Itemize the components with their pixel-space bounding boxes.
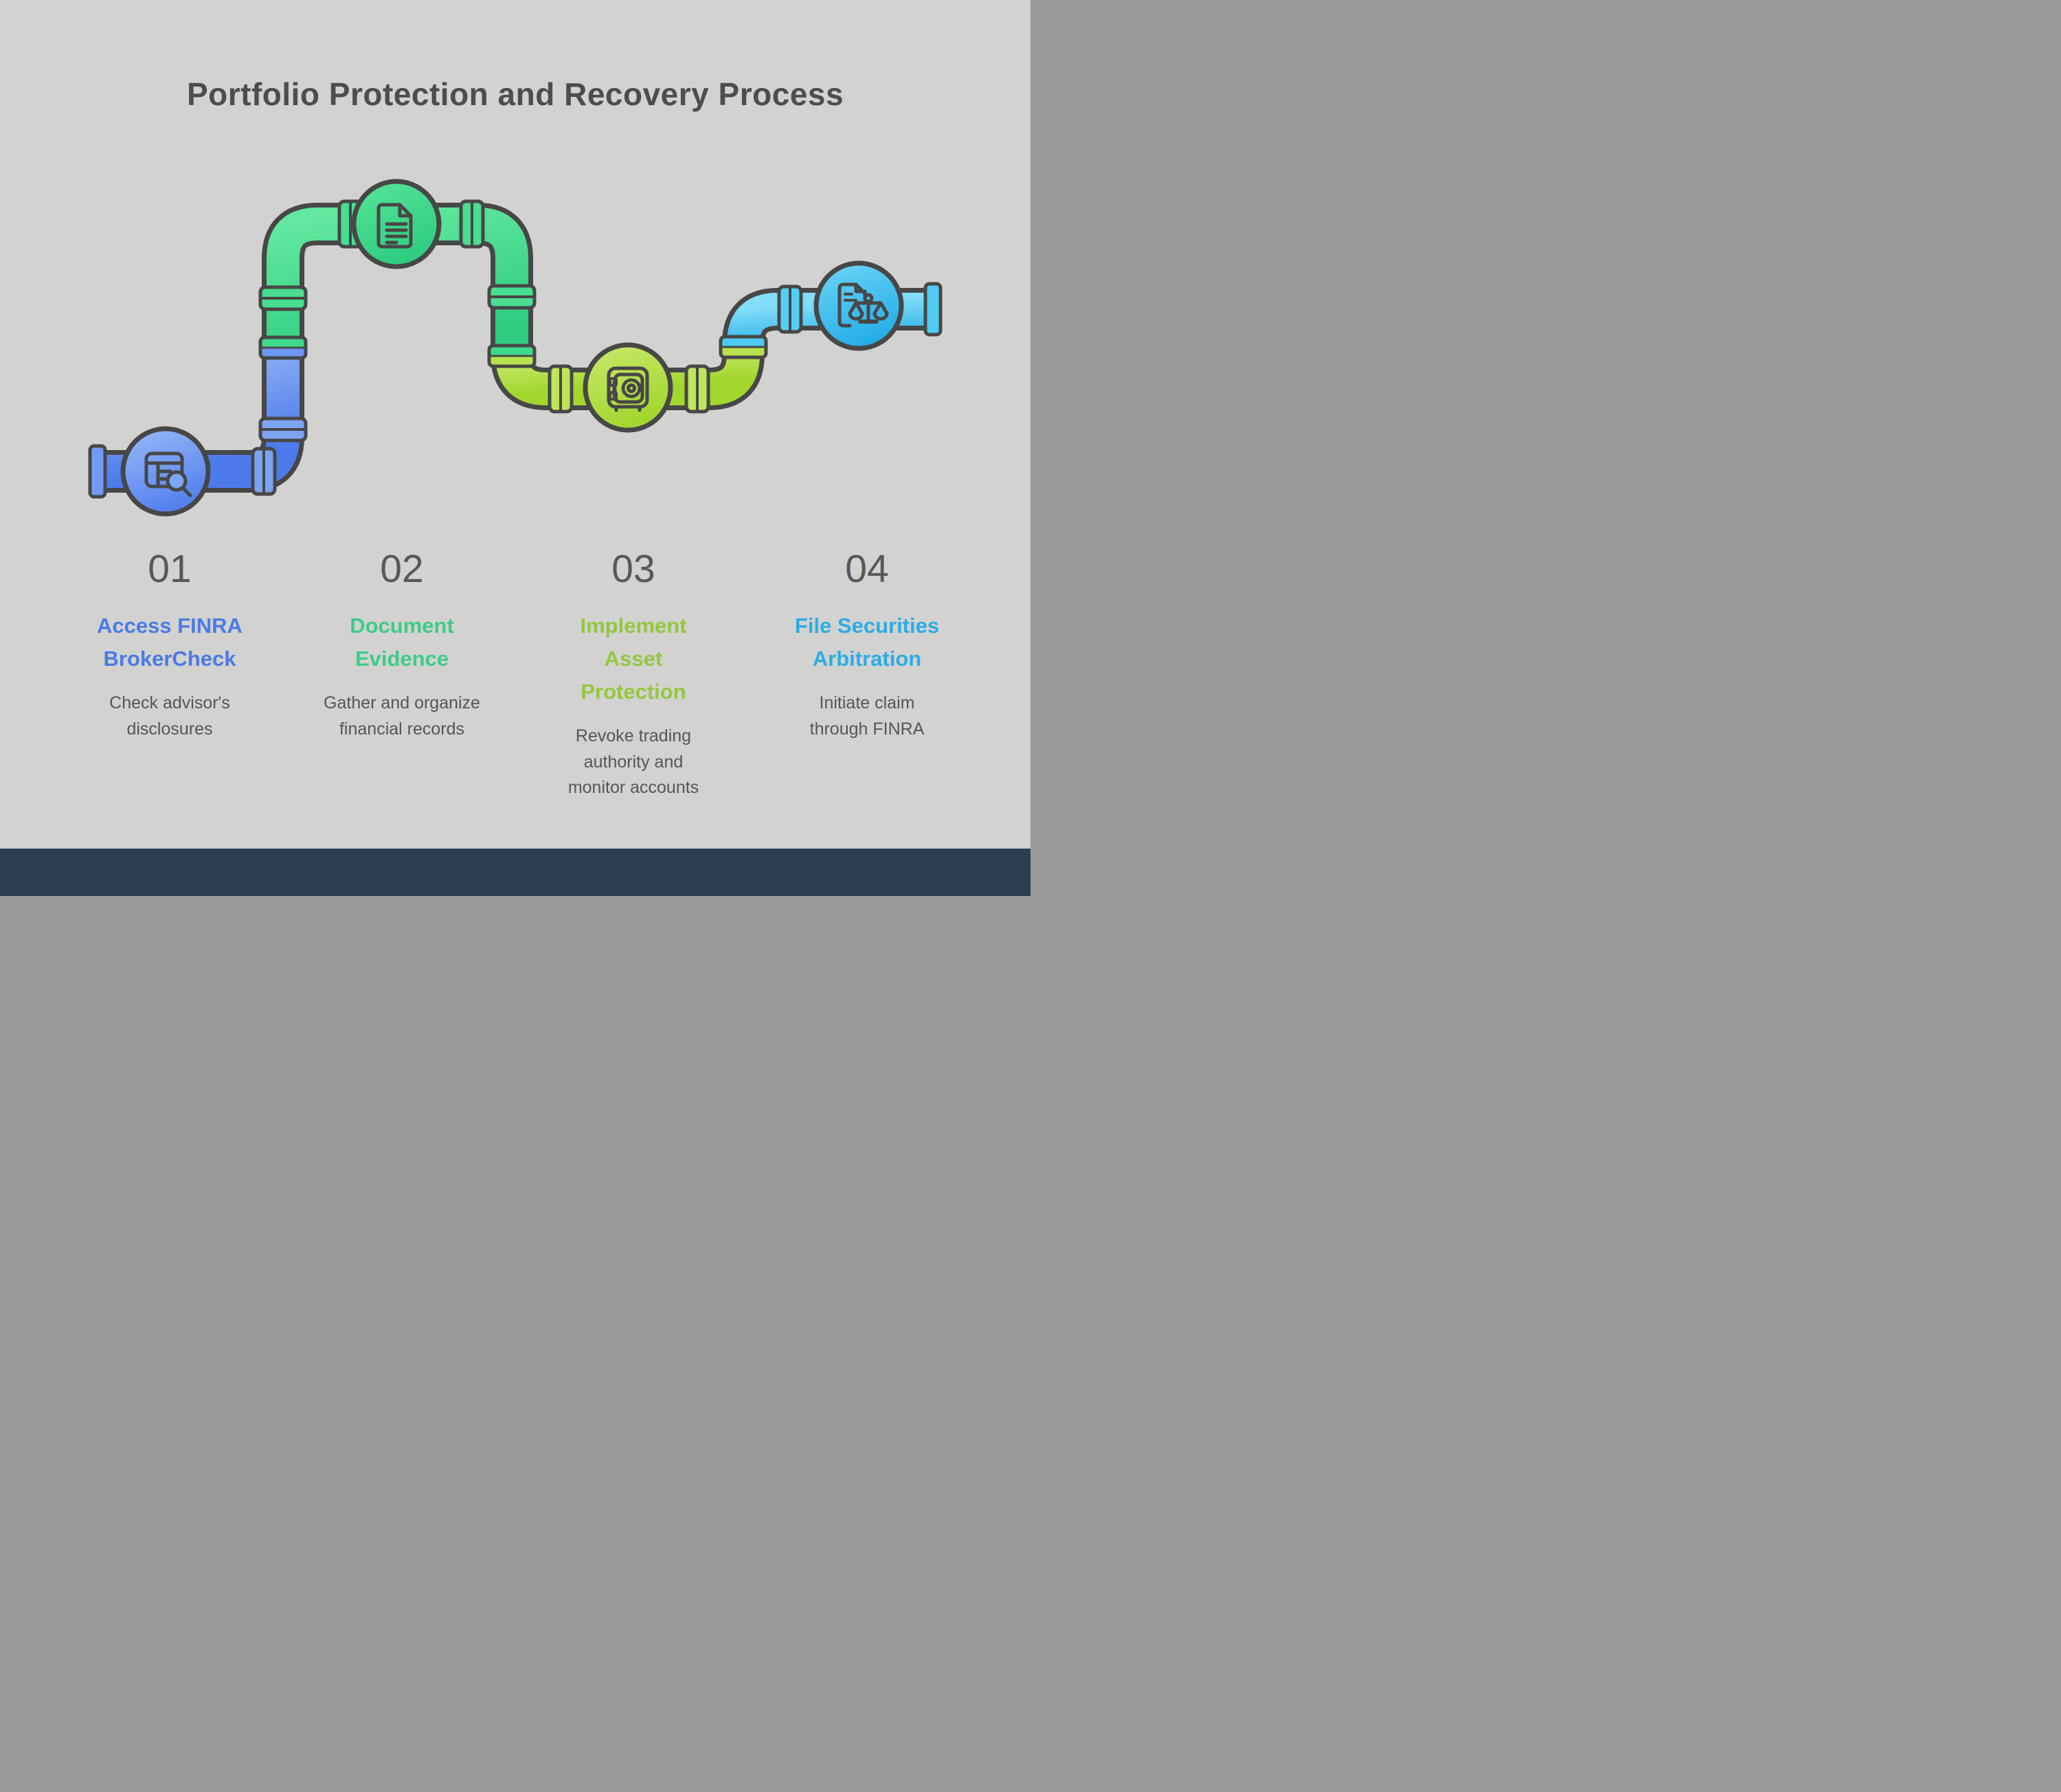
footer-bar <box>0 849 1030 896</box>
step-nodes <box>120 179 904 517</box>
coupling <box>487 284 537 310</box>
coupling <box>258 416 308 443</box>
step-2-heading: Document Evidence <box>350 614 454 671</box>
legal-scales-icon <box>837 282 889 328</box>
step-4-description: Initiate claim through FINRA <box>809 693 925 739</box>
step-4-column: 04 File Securities Arbitration Initiate … <box>750 546 984 742</box>
infographic-canvas: Portfolio Protection and Recovery Proces… <box>0 0 1030 896</box>
coupling <box>777 284 803 334</box>
step-2-description: Gather and organize financial records <box>324 693 480 739</box>
coupling <box>459 199 485 249</box>
coupling-junction-green-lime <box>487 344 537 368</box>
pipe-couplings <box>251 199 803 496</box>
step-3-node <box>583 342 673 433</box>
step-1-column: 01 Access FINRA BrokerCheck Check adviso… <box>53 546 286 742</box>
coupling <box>684 364 710 414</box>
coupling <box>548 364 574 414</box>
step-4-node <box>813 260 904 351</box>
step-2-node <box>351 179 442 269</box>
table-search-icon <box>144 451 192 497</box>
document-icon <box>376 203 413 249</box>
coupling <box>258 285 308 311</box>
coupling-junction-green-blue <box>258 335 308 360</box>
step-3-column: 03 Implement Asset Protection Revoke tra… <box>517 546 750 801</box>
step-3-description: Revoke trading authority and monitor acc… <box>567 726 699 798</box>
safe-icon <box>607 366 649 412</box>
step-4-heading: File Securities Arbitration <box>794 614 940 671</box>
step-2-number: 02 <box>380 547 424 591</box>
step-2-column: 02 Document Evidence Gather and organize… <box>285 546 519 742</box>
pipeline-diagram <box>88 179 943 517</box>
coupling <box>251 447 277 496</box>
coupling-junction-cyan-lime <box>719 335 768 359</box>
step-3-heading: Implement Asset Protection <box>580 614 687 704</box>
step-1-description: Check advisor's disclosures <box>109 693 230 739</box>
pipe-endcap-left <box>88 444 107 499</box>
pipe-endcap-right <box>923 282 943 337</box>
page-title: Portfolio Protection and Recovery Proces… <box>186 76 844 112</box>
step-1-number: 01 <box>148 547 192 591</box>
step-1-heading: Access FINRA BrokerCheck <box>97 614 243 671</box>
step-3-number: 03 <box>611 547 655 591</box>
step-4-number: 04 <box>845 547 889 591</box>
step-1-node <box>120 426 211 517</box>
